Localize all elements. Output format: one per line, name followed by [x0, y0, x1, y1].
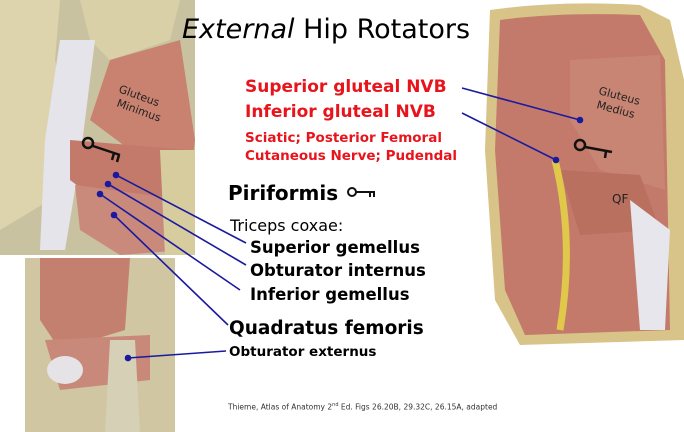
- left-top-pelvis-image: Gluteus Minimus: [0, 0, 195, 255]
- nerve-label-line2: Cutaneous Nerve; Pudendal: [245, 148, 457, 164]
- superior-gluteal-nvb-label: Superior gluteal NVB: [245, 77, 447, 97]
- quadratus-femoris-label: Quadratus femoris: [229, 318, 424, 339]
- piriformis-key-icon: [347, 187, 375, 197]
- inferior-gluteal-nvb-label: Inferior gluteal NVB: [245, 102, 436, 122]
- pointer-lines: [96, 87, 584, 362]
- obturator-internus-label: Obturator internus: [250, 261, 426, 280]
- key-icon: [573, 138, 613, 159]
- left-bottom-hip-image: [25, 258, 175, 432]
- nerve-label-line1: Sciatic; Posterior Femoral: [245, 130, 442, 146]
- obturator-externus-label: Obturator externus: [229, 344, 377, 360]
- slide-title: External Hip Rotators: [182, 14, 471, 45]
- right-posterior-hip-image: Gluteus Medius QF: [485, 3, 684, 345]
- inferior-gemellus-label: Inferior gemellus: [250, 285, 410, 304]
- svg-text:QF: QF: [612, 192, 628, 206]
- piriformis-label: Piriformis: [228, 181, 339, 205]
- superior-gemellus-label: Superior gemellus: [250, 238, 420, 257]
- key-icon: [81, 136, 121, 163]
- citation: Thieme, Atlas of Anatomy 2nd Ed. Figs 26…: [228, 402, 498, 412]
- triceps-coxae-heading: Triceps coxae:: [230, 216, 344, 235]
